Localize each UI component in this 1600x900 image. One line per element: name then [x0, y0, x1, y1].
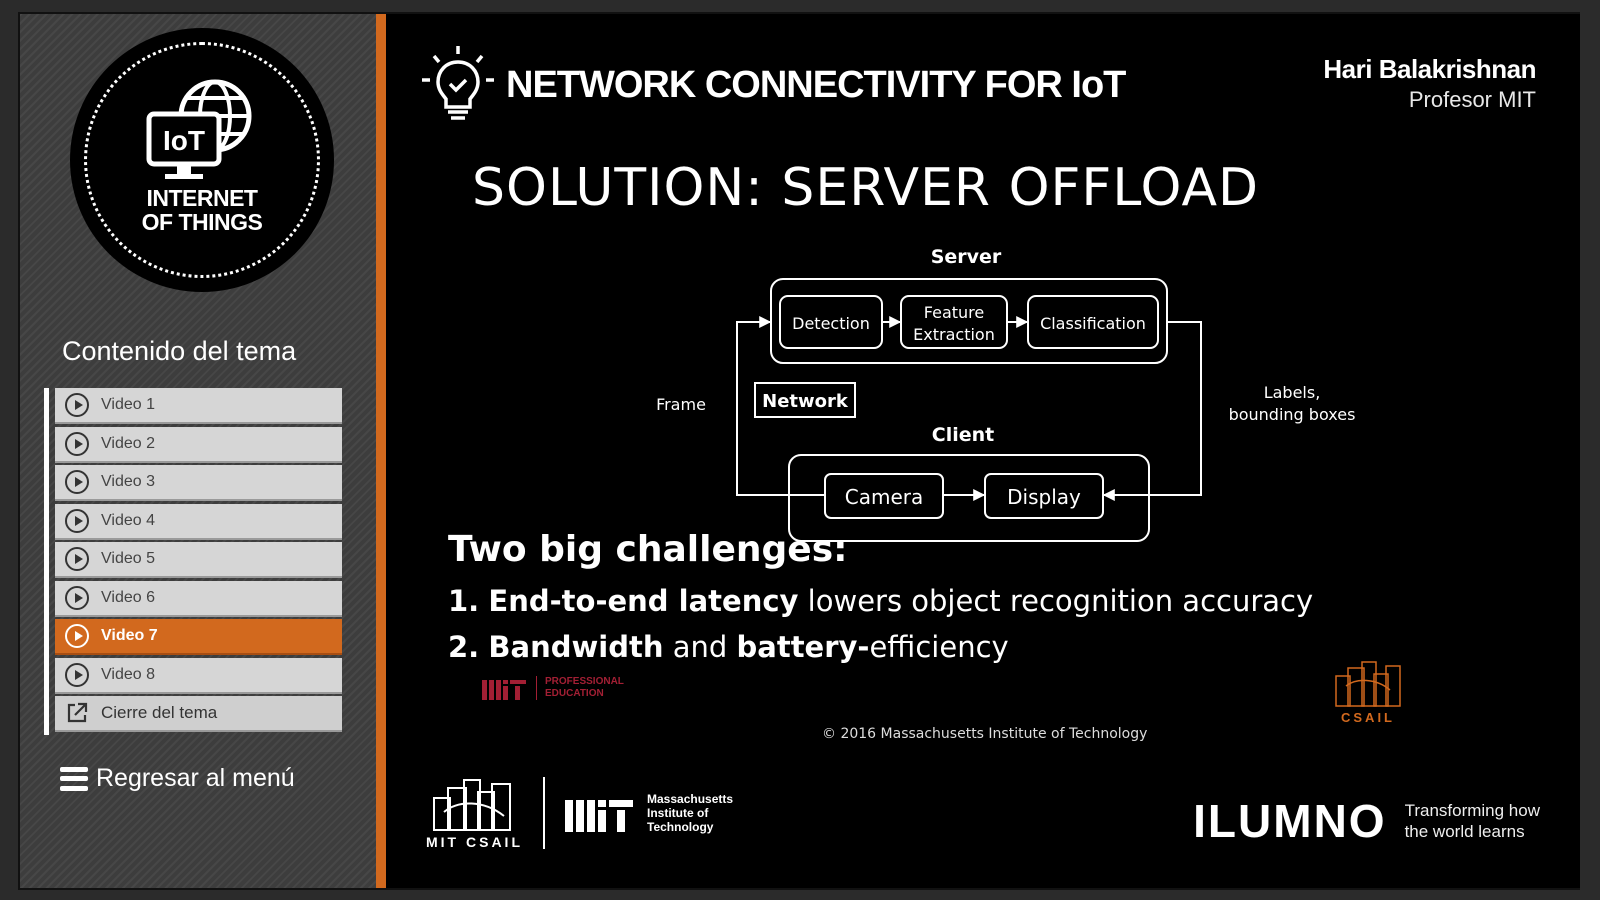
mitpe-text: PROFESSIONAL EDUCATION: [536, 676, 624, 700]
play-circle-icon: [65, 624, 89, 648]
iot-badge-logo: IoT INTERNET OF THINGS: [70, 28, 334, 292]
video-player-frame: IoT INTERNET OF THINGS Contenido del tem…: [18, 12, 1580, 890]
challenge-2: 2. Bandwidth and battery-efficiency: [448, 630, 1009, 664]
copyright-text: © 2016 Massachusetts Institute of Techno…: [822, 726, 1148, 742]
video-item-8[interactable]: Video 8: [55, 657, 342, 694]
ilumno-logo: ILUMNO Transforming how the world learns: [1193, 794, 1540, 848]
challenges-block: Two big challenges: 1. End-to-end latenc…: [448, 529, 1313, 676]
csail-building-icon: [432, 779, 511, 831]
mit-csail-logo: MIT CSAIL: [426, 776, 523, 850]
footer-logos-left: MIT CSAIL Massachusetts Institute of Tec…: [426, 776, 733, 850]
ilumno-tagline: Transforming how the world learns: [1404, 801, 1540, 841]
frame-path: [736, 316, 825, 496]
mit-logo: Massachusetts Institute of Technology: [565, 792, 733, 834]
server-label: Server: [931, 246, 1002, 268]
topic-heading: Contenido del tema: [62, 336, 297, 366]
lightbulb-icon: [422, 46, 494, 120]
network-label: Network: [762, 391, 849, 412]
badge-dotted-ring: [84, 42, 320, 278]
labels-path: [1102, 321, 1202, 501]
svg-text:IoT: IoT: [163, 125, 205, 156]
play-circle-icon: [65, 585, 89, 610]
video-item-label: Video 4: [101, 511, 155, 529]
video-item-label: Video 3: [101, 473, 155, 490]
video-item-label: Video 7: [101, 627, 158, 644]
back-to-menu-button[interactable]: Regresar al menú: [60, 764, 295, 793]
classification-label: Classification: [1040, 314, 1146, 333]
video-item-1[interactable]: Video 1: [55, 388, 342, 424]
mit-logo-icon: [565, 800, 633, 832]
client-box: [788, 454, 1150, 542]
svg-text:CSAIL: CSAIL: [1341, 710, 1395, 725]
video-item-2[interactable]: Video 2: [55, 426, 342, 463]
video-list: Video 1 Video 2 Video 3 Video 4 Video 5 …: [44, 388, 342, 735]
mit-csail-label: MIT CSAIL: [426, 834, 523, 850]
mit-professional-education-logo: PROFESSIONAL EDUCATION: [482, 676, 624, 700]
detection-label: Detection: [792, 314, 870, 333]
server-offload-diagram: Server Detection Feature Extraction Clas…: [656, 246, 1356, 542]
globe-monitor-icon: IoT: [146, 79, 252, 179]
mit-red-logo-icon: [482, 680, 526, 700]
course-title: NETWORK CONNECTIVITY FOR IoT: [506, 64, 1126, 106]
ilumno-wordmark: ILUMNO: [1193, 795, 1387, 847]
labels-label-2: bounding boxes: [1229, 405, 1356, 424]
video-item-label: Video 2: [101, 434, 155, 452]
presenter-role: Profesor MIT: [1408, 87, 1536, 112]
play-circle-icon: [65, 470, 89, 494]
feature-label-2: Extraction: [913, 325, 995, 344]
video-item-label: Video 8: [101, 665, 155, 683]
play-circle-icon: [65, 547, 89, 571]
play-circle-icon: [65, 508, 89, 533]
presenter-info: Hari Balakrishnan Profesor MIT: [1323, 54, 1536, 113]
network-box: [754, 382, 856, 418]
camera-label: Camera: [845, 485, 924, 509]
back-to-menu-label: Regresar al menú: [96, 764, 295, 792]
csail-small-logo: CSAIL: [1335, 661, 1401, 725]
frame-label: Frame: [656, 395, 706, 414]
video-item-label: Video 1: [101, 396, 155, 413]
play-circle-icon: [65, 393, 89, 417]
challenges-title: Two big challenges:: [448, 529, 848, 570]
play-circle-icon: [65, 431, 89, 456]
client-label: Client: [932, 424, 994, 446]
play-circle-icon: [65, 662, 89, 687]
feature-label-1: Feature: [924, 303, 984, 322]
slide-title: SOLUTION: SERVER OFFLOAD: [472, 158, 1260, 218]
video-item-label: Video 5: [101, 550, 155, 567]
close-topic-label: Cierre del tema: [101, 703, 218, 722]
close-topic-button[interactable]: Cierre del tema: [55, 696, 342, 732]
video-item-4[interactable]: Video 4: [55, 503, 342, 540]
mit-institute-text: Massachusetts Institute of Technology: [647, 792, 734, 834]
video-item-7-active[interactable]: Video 7: [55, 619, 342, 655]
presenter-name: Hari Balakrishnan: [1323, 54, 1536, 84]
video-item-label: Video 6: [101, 588, 155, 606]
labels-label-1: Labels,: [1264, 383, 1321, 402]
slide-content: NETWORK CONNECTIVITY FOR IoT Hari Balakr…: [386, 14, 1580, 888]
hamburger-menu-icon: [60, 766, 88, 791]
challenge-1: 1. End-to-end latency lowers object reco…: [448, 584, 1314, 618]
footer-divider: [543, 777, 545, 849]
external-link-icon: [67, 702, 88, 723]
display-label: Display: [1007, 485, 1081, 509]
course-sidebar: IoT INTERNET OF THINGS Contenido del tem…: [20, 14, 376, 888]
video-item-6[interactable]: Video 6: [55, 580, 342, 617]
video-item-3[interactable]: Video 3: [55, 465, 342, 501]
accent-divider: [376, 14, 386, 888]
video-item-5[interactable]: Video 5: [55, 542, 342, 578]
